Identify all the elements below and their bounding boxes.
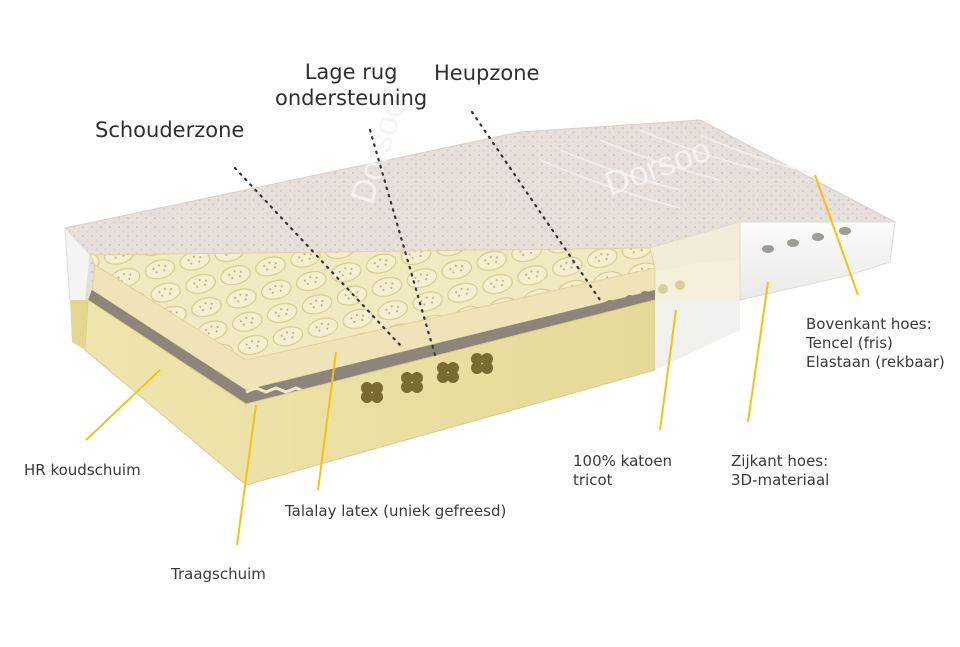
leader-traagschuim xyxy=(236,404,257,546)
label-talalay-latex: Talalay latex (uniek gefreesd) xyxy=(285,502,507,520)
label-zijkant-line2: 3D-materiaal xyxy=(731,471,830,490)
side-vent-holes xyxy=(762,227,851,253)
label-zijkant-line1: Zijkant hoes: xyxy=(731,452,829,470)
label-lage-rug-line1: Lage rug xyxy=(304,60,398,84)
foam-vent-holes xyxy=(361,353,493,403)
label-heupzone: Heupzone xyxy=(434,61,540,85)
label-bovenkant-hoes: Bovenkant hoes: Tencel (fris) Elastaan (… xyxy=(806,315,945,373)
leader-heupzone xyxy=(470,110,602,302)
label-bovenkant-line1: Bovenkant hoes: xyxy=(806,315,932,333)
leader-lage-rug xyxy=(368,128,437,357)
label-lage-rug-line2: ondersteuning xyxy=(275,85,428,110)
leader-hr-koudschuim xyxy=(85,369,161,441)
label-hr-koudschuim: HR koudschuim xyxy=(24,461,141,479)
label-bovenkant-line2: Tencel (fris) xyxy=(806,334,893,353)
leader-talalay xyxy=(317,351,337,491)
tricot-vent-holes xyxy=(658,280,685,294)
label-katoen-line1: 100% katoen xyxy=(573,452,673,470)
leader-bovenkant xyxy=(814,174,859,296)
zone-leaders xyxy=(233,110,602,357)
cover-bottom xyxy=(655,300,740,370)
cover-quilting xyxy=(539,129,811,209)
label-zijkant-hoes: Zijkant hoes: 3D-materiaal xyxy=(731,452,829,490)
label-bovenkant-line3: Elastaan (rekbaar) xyxy=(806,353,945,372)
label-katoen: 100% katoen tricot xyxy=(573,452,672,490)
label-schouderzone: Schouderzone xyxy=(95,118,245,142)
material-leaders xyxy=(85,174,859,546)
leader-zijkant xyxy=(747,281,769,423)
leader-schouderzone xyxy=(233,166,402,347)
label-traagschuim: Traagschuim xyxy=(171,565,266,583)
label-katoen-line2: tricot xyxy=(573,471,613,490)
foam-side-face xyxy=(70,300,88,350)
leader-katoen xyxy=(659,309,677,431)
label-lage-rug: Lage rug ondersteuning xyxy=(275,60,427,111)
